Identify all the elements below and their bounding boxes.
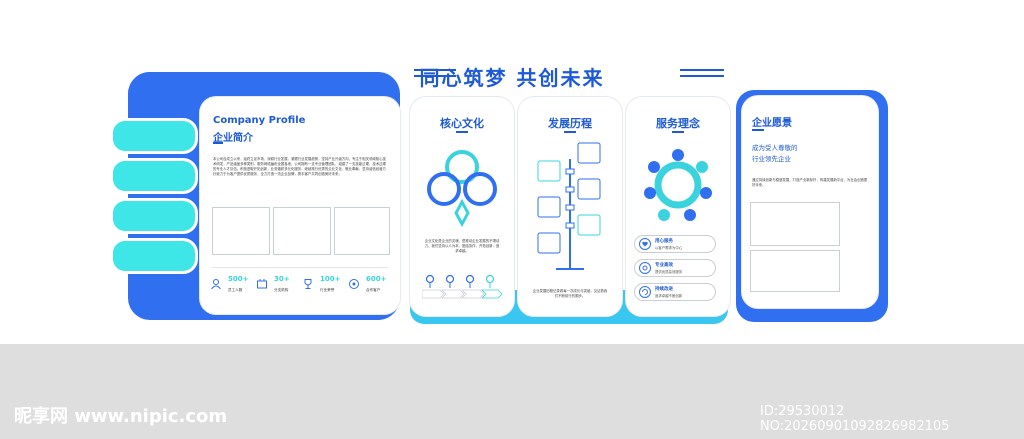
culture-title-underline	[456, 131, 468, 133]
vision-slogan-line2: 行业领先企业	[752, 155, 791, 163]
stat-honors: 100+ 行业荣誉	[302, 275, 346, 299]
stat-label: 员工人数	[228, 288, 243, 292]
service-title: 服务理念	[656, 117, 700, 130]
culture-text: 企业文化是企业的灵魂，是推动企业发展的不竭动力。我们坚持以人为本，团结协作，开拓…	[424, 239, 500, 253]
stat-employees: 500+ 员工人数	[210, 275, 254, 299]
company-profile-panel: Company Profile 企业简介 本公司自成立以来，始终立足市场，深耕行…	[200, 97, 400, 314]
page-headline: 同心筑梦 共创未来	[419, 66, 605, 90]
headline-left-bar-bottom	[414, 75, 456, 77]
gear-icon	[639, 262, 651, 274]
stat-value: 600+	[366, 275, 387, 283]
service-item-sub: 追求卓越不断创新	[655, 294, 683, 298]
culture-steps-graphic	[422, 274, 502, 299]
profile-title-en: Company Profile	[213, 115, 306, 126]
service-item-sub: 提供优质高效服务	[655, 270, 683, 274]
stat-label: 分支机构	[274, 288, 289, 292]
refresh-icon	[639, 286, 651, 298]
history-panel: 发展历程 企业发展历程记录着每一次成长与突破，见证着我们不断前行的脚步。	[518, 97, 622, 316]
history-timeline-graphic	[537, 142, 601, 270]
service-title-underline	[672, 131, 684, 133]
side-tab-3	[110, 198, 198, 234]
vision-slogan-line1: 成为受人尊敬的	[752, 144, 798, 152]
culture-title: 核心文化	[440, 117, 484, 130]
history-text: 企业发展历程记录着每一次成长与突破，见证着我们不断前行的脚步。	[532, 289, 608, 298]
service-item-2: 专业高效 提供优质高效服务	[634, 259, 716, 277]
profile-photo-2	[273, 207, 331, 255]
service-item-1: 用心服务 以客户需求为中心	[634, 235, 716, 253]
profile-photo-3	[334, 207, 390, 255]
profile-body-text: 本公司自成立以来，始终立足市场，深耕行业发展，紧跟行业发展趋势，坚持产业升级方向…	[213, 157, 386, 176]
watermark-id: ID:29530012 NO:20260901092826982105	[760, 404, 950, 434]
stat-value: 100+	[320, 275, 341, 283]
core-culture-panel: 核心文化 企业文化是企业的灵魂，是推动企业发展的不竭动力。我们坚持以人为本，团结…	[410, 97, 514, 316]
partner-icon	[349, 279, 359, 289]
service-item-title: 用心服务	[655, 239, 673, 244]
side-tab-1	[110, 118, 198, 154]
profile-divider	[212, 267, 388, 268]
profile-title-cn: 企业简介	[213, 133, 253, 144]
stat-branches: 30+ 分支机构	[256, 275, 300, 299]
heart-hand-icon	[639, 238, 651, 250]
service-item-sub: 以客户需求为中心	[655, 246, 683, 250]
watermark-logo: 昵享网 www.nipic.com	[14, 406, 228, 427]
stat-label: 行业荣誉	[320, 288, 335, 292]
side-tab-4	[110, 238, 198, 274]
people-icon	[211, 279, 221, 290]
stat-partners: 600+ 合作客户	[348, 275, 396, 299]
vision-text: 通过持续创新与稳健发展，打造产业新标杆，构建发展新平台，为社会创造更好未来。	[752, 178, 868, 187]
profile-photo-1	[212, 207, 270, 255]
service-item-3: 持续改进 追求卓越不断创新	[634, 283, 716, 301]
vision-panel: 企业愿景 成为受人尊敬的 行业领先企业 通过持续创新与稳健发展，打造产业新标杆，…	[742, 96, 878, 308]
clover-logo-icon	[427, 150, 497, 227]
vision-photo-2	[750, 250, 840, 292]
stat-value: 30+	[274, 275, 290, 283]
side-tab-2	[110, 158, 198, 194]
vision-photo-1	[750, 202, 840, 246]
vision-title-underline	[752, 129, 764, 131]
history-title-underline	[564, 131, 576, 133]
service-item-title: 专业高效	[655, 263, 673, 268]
floor-background	[0, 344, 1024, 439]
branch-icon	[257, 279, 267, 289]
headline-right-bar-bottom	[680, 75, 724, 77]
profile-title-underline	[213, 142, 223, 144]
vision-title: 企业愿景	[752, 118, 792, 129]
stat-label: 合作客户	[366, 288, 381, 292]
service-item-title: 持续改进	[655, 287, 673, 292]
trophy-icon	[304, 279, 312, 289]
stat-value: 500+	[228, 275, 249, 283]
headline-right-bar-top	[680, 69, 724, 71]
service-ring-graphic	[644, 149, 712, 221]
headline-left-bar-top	[414, 69, 456, 71]
history-title: 发展历程	[548, 117, 592, 130]
service-panel: 服务理念 用心服务 以客户需求为中心 专业高效 提供优质高效服务 持续改进 追求…	[626, 97, 730, 316]
